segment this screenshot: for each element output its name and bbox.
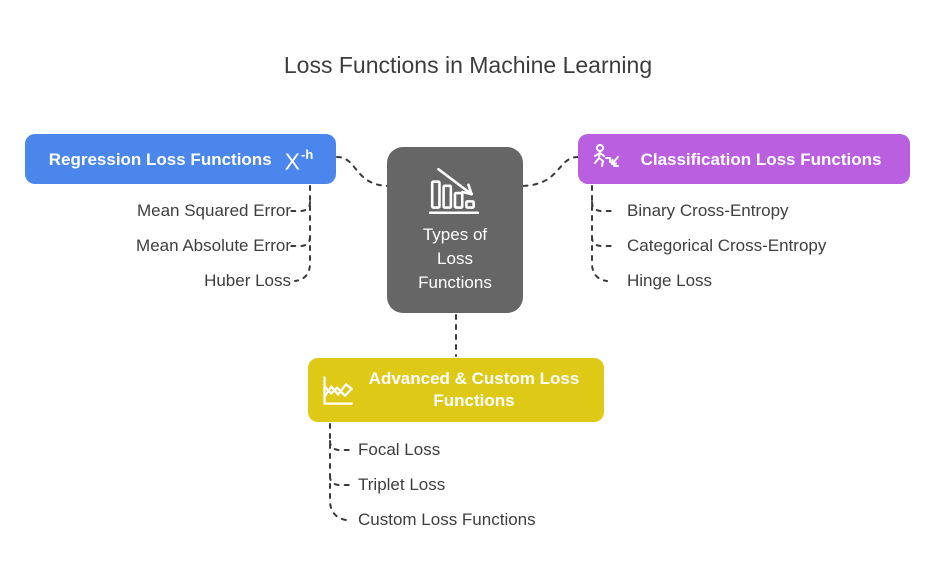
branch-advanced-1 bbox=[329, 440, 353, 451]
page-title: Loss Functions in Machine Learning bbox=[283, 52, 653, 78]
person-descending-stairs-icon bbox=[590, 142, 622, 176]
node-types-of-loss-functions: Types of Loss Functions bbox=[387, 147, 523, 313]
branch-regression-2 bbox=[287, 236, 311, 247]
node-advanced-label: Advanced & Custom Loss Functions bbox=[368, 369, 580, 410]
leaf-huber-loss: Huber Loss bbox=[204, 271, 291, 290]
advanced-leaf-list: Focal Loss Triplet Loss Custom Loss Func… bbox=[358, 441, 536, 529]
leaf-mean-absolute-error: Mean Absolute Error bbox=[136, 236, 291, 255]
leaf-mean-squared-error: Mean Squared Error bbox=[136, 201, 291, 220]
leaf-binary-cross-entropy: Binary Cross-Entropy bbox=[627, 201, 789, 220]
leaf-custom-loss-functions: Custom Loss Functions bbox=[358, 510, 536, 529]
connector-classification-center bbox=[519, 156, 579, 187]
trunk-advanced bbox=[329, 423, 347, 521]
trunk-regression bbox=[294, 185, 311, 282]
leaf-categorical-cross-entropy: Categorical Cross-Entropy bbox=[627, 236, 827, 255]
branch-classification-1 bbox=[591, 201, 615, 212]
x-exponent-icon: X-h bbox=[284, 146, 314, 175]
node-center-label: Types of Loss Functions bbox=[418, 225, 492, 292]
node-regression-label: Regression Loss Functions bbox=[48, 149, 272, 169]
branch-advanced-2 bbox=[329, 475, 353, 486]
connector-regression-center bbox=[336, 156, 391, 187]
classification-leaf-list: Binary Cross-Entropy Categorical Cross-E… bbox=[627, 202, 826, 290]
leaf-hinge-loss: Hinge Loss bbox=[627, 271, 713, 290]
declining-bar-chart-icon bbox=[426, 165, 484, 217]
node-classification-loss-functions: Classification Loss Functions bbox=[578, 134, 910, 184]
leaf-focal-loss: Focal Loss bbox=[358, 440, 441, 459]
branch-classification-2 bbox=[591, 236, 615, 247]
node-advanced-custom-loss-functions: Advanced & Custom Loss Functions bbox=[308, 358, 604, 422]
leaf-triplet-loss: Triplet Loss bbox=[358, 475, 446, 494]
multi-line-chart-icon bbox=[320, 373, 354, 407]
regression-leaf-list: Mean Squared Error Mean Absolute Error H… bbox=[136, 202, 291, 290]
branch-regression-1 bbox=[287, 201, 311, 212]
node-regression-loss-functions: Regression Loss Functions X-h bbox=[25, 134, 336, 184]
node-classification-label: Classification Loss Functions bbox=[640, 149, 882, 169]
trunk-classification bbox=[591, 185, 608, 282]
